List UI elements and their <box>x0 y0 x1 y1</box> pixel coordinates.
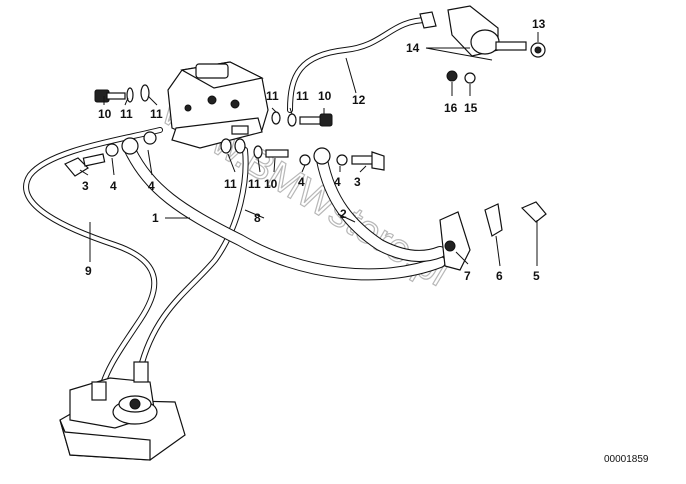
banjo-4-left <box>105 131 157 157</box>
bracket-6 <box>484 203 503 237</box>
callout-10-mid: 10 <box>264 177 278 191</box>
callout-3-left: 3 <box>82 179 89 193</box>
callout-11-left-a: 11 <box>120 107 133 121</box>
nut-16 <box>446 70 458 82</box>
callout-11-left-b: 11 <box>150 107 163 121</box>
clamp-7 <box>439 211 471 271</box>
callout-11-right-b: 11 <box>296 89 309 103</box>
bolt-10-left <box>94 89 126 103</box>
banjo-4-right <box>299 147 348 166</box>
actuator <box>419 5 527 57</box>
callout-6: 6 <box>496 269 503 283</box>
callout-16: 16 <box>444 101 458 115</box>
fitting-right <box>271 111 333 127</box>
callout-10-left: 10 <box>98 107 112 121</box>
callout-11-mid-a: 11 <box>224 177 237 191</box>
callout-12: 12 <box>352 93 366 107</box>
bottom-unit <box>59 361 186 461</box>
callout-10-right: 10 <box>318 89 332 103</box>
washers-11-mid <box>220 138 289 159</box>
callout-2: 2 <box>340 207 347 221</box>
washer-15 <box>464 72 476 84</box>
callout-4-right-b: 4 <box>334 175 341 189</box>
line-8 <box>137 147 249 373</box>
nut-13 <box>530 42 546 58</box>
clip-5 <box>520 201 547 223</box>
leader-lines <box>79 32 539 267</box>
line-12 <box>287 17 431 113</box>
reference-number: 00001859 <box>604 454 649 465</box>
washers-11-left <box>126 84 150 103</box>
callout-11-mid-b: 11 <box>248 177 261 191</box>
callout-15: 15 <box>464 101 478 115</box>
callout-8: 8 <box>254 211 261 225</box>
callout-4-right-a: 4 <box>298 175 305 189</box>
callout-4-left-b: 4 <box>148 179 155 193</box>
callout-13: 13 <box>532 17 546 31</box>
callout-3-right: 3 <box>354 175 361 189</box>
callout-5: 5 <box>533 269 540 283</box>
hose-1 <box>124 144 446 281</box>
callout-14: 14 <box>406 41 420 55</box>
valve-block <box>167 61 269 149</box>
callout-4-left-a: 4 <box>110 179 117 193</box>
hose-9 <box>23 127 163 398</box>
callout-11-right-a: 11 <box>266 89 279 103</box>
bolt-3-right <box>351 151 385 171</box>
hose-2 <box>316 154 446 262</box>
callout-1: 1 <box>152 211 159 225</box>
callout-7: 7 <box>464 269 471 283</box>
callout-9: 9 <box>85 264 92 278</box>
